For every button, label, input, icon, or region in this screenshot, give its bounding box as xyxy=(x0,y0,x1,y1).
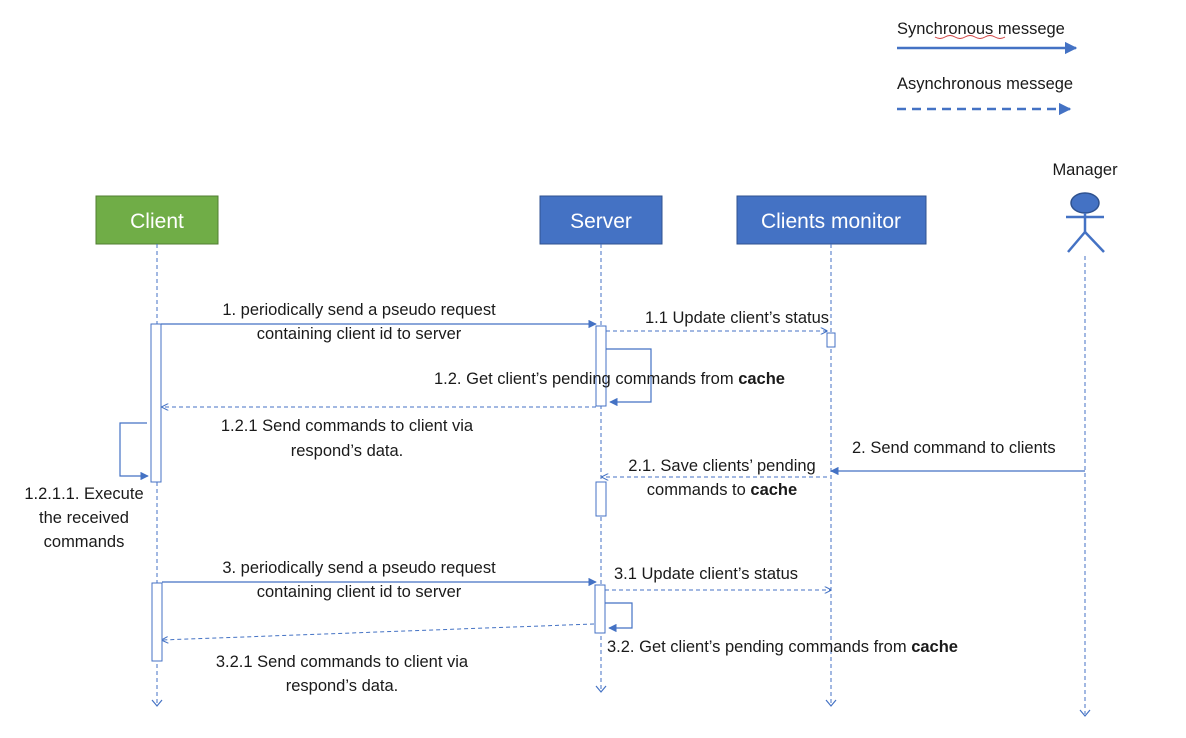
message-arrows xyxy=(119,319,1085,640)
msg-2-label: 2. Send command to clients xyxy=(852,439,1056,457)
manager-lifeline-end-icon xyxy=(1079,709,1091,717)
msg-1-2-1-label-line1: 1.2.1 Send commands to client via xyxy=(221,417,474,435)
msg-2-1-label-line2: commands to cache xyxy=(647,481,797,499)
msg-3-2-1-arrow xyxy=(162,623,595,640)
activation-bars xyxy=(150,323,836,662)
msg-3-label-line2: containing client id to server xyxy=(257,583,462,601)
msg-1-1-label: 1.1 Update client’s status xyxy=(645,309,829,327)
lifeline-ends xyxy=(151,685,1091,717)
client-lifeline-end-icon xyxy=(151,699,163,707)
msg-3-2-label: 3.2. Get client’s pending commands from … xyxy=(607,638,958,656)
monitor-head-label: Clients monitor xyxy=(761,210,901,233)
msg-1-2-1-1-label-line2: the received xyxy=(39,509,129,527)
monitor-lifeline-end-icon xyxy=(825,699,837,707)
message-labels: 1. periodically send a pseudo request co… xyxy=(24,301,1055,695)
legend-async-label: Asynchronous messege xyxy=(897,75,1073,93)
msg-3-2-selfcall xyxy=(605,602,633,633)
client-activation-1 xyxy=(150,323,162,483)
msg-1-2-1-label-line2: respond’s data. xyxy=(291,442,404,460)
server-activation-3 xyxy=(594,584,606,634)
msg-3-1-label: 3.1 Update client’s status xyxy=(614,565,798,583)
msg-3-2-1-label-line2: respond’s data. xyxy=(286,677,399,695)
msg-3-label-line1: 3. periodically send a pseudo request xyxy=(222,559,496,577)
server-lifeline-end-icon xyxy=(595,685,607,693)
actor-icon xyxy=(1066,192,1105,253)
server-activation-1 xyxy=(595,325,607,407)
monitor-head-box xyxy=(736,195,927,245)
client-head-label: Client xyxy=(130,210,184,233)
manager-label: Manager xyxy=(1052,161,1118,179)
msg-2-1-label-line1: 2.1. Save clients’ pending xyxy=(628,457,815,475)
legend: Synchronous messege Asynchronous messege xyxy=(897,20,1078,116)
msg-1-2-label: 1.2. Get client’s pending commands from … xyxy=(434,370,785,388)
spellcheck-underline xyxy=(934,35,1006,39)
participant-client: Client xyxy=(95,195,219,245)
participant-monitor: Clients monitor xyxy=(736,195,927,245)
client-activation-2 xyxy=(151,582,163,662)
client-head-box xyxy=(95,195,219,245)
msg-1-label-line1: 1. periodically send a pseudo request xyxy=(222,301,496,319)
msg-1-label-line2: containing client id to server xyxy=(257,325,462,343)
legend-sync-label: Synchronous messege xyxy=(897,20,1065,38)
msg-1-2-selfcall xyxy=(606,348,652,407)
msg-1-2-1-1-label-line1: 1.2.1.1. Execute xyxy=(24,485,143,503)
server-activation-2 xyxy=(595,481,607,517)
participant-manager: Manager xyxy=(1052,161,1118,253)
server-head-box xyxy=(539,195,663,245)
msg-3-2-1-label-line1: 3.2.1 Send commands to client via xyxy=(216,653,469,671)
server-head-label: Server xyxy=(570,210,632,233)
monitor-activation-1 xyxy=(826,332,836,348)
msg-1-2-1-1-selfcall xyxy=(119,422,149,481)
msg-1-2-1-1-label-line3: commands xyxy=(44,533,125,551)
participant-server: Server xyxy=(539,195,663,245)
